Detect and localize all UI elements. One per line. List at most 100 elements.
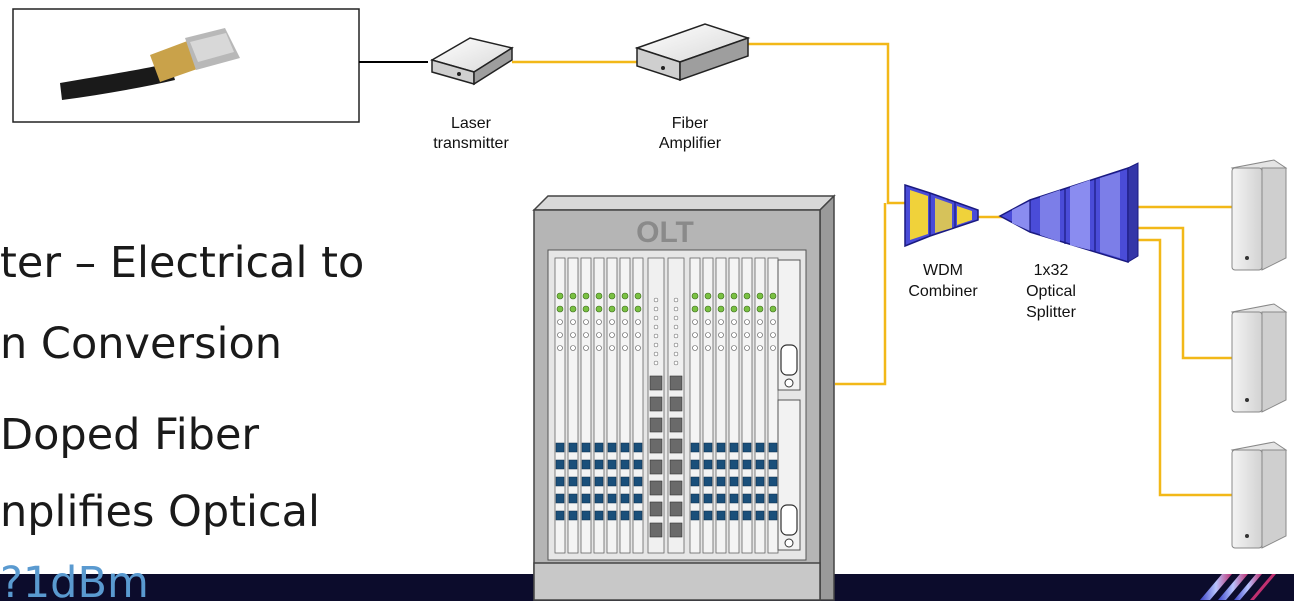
olt-status-led	[634, 305, 642, 313]
olt-card-slot	[632, 257, 644, 554]
laser-transmitter-device	[430, 37, 514, 86]
olt-port-led	[596, 332, 602, 338]
olt-fiber-port	[729, 459, 739, 470]
olt-port-led	[770, 319, 776, 325]
olt-fiber-port	[716, 493, 726, 504]
olt-port-led	[609, 319, 615, 325]
olt-status-led	[704, 305, 712, 313]
laser-label-line1: Laser	[451, 115, 492, 132]
olt-status-led	[582, 305, 590, 313]
olt-port-led	[770, 332, 776, 338]
olt-switch-led	[673, 297, 679, 303]
olt-fiber-port	[607, 459, 617, 470]
olt-fiber-port	[742, 510, 752, 521]
olt-fiber-port	[768, 510, 778, 521]
olt-port-led	[609, 345, 615, 351]
olt-port-led	[731, 319, 737, 325]
onu-device-2	[1230, 303, 1288, 413]
olt-label: OLT	[636, 216, 694, 249]
olt-status-led	[556, 305, 564, 313]
olt-fiber-port	[729, 442, 739, 453]
olt-fiber-port	[755, 510, 765, 521]
olt-fiber-port	[555, 510, 565, 521]
olt-switch-led	[673, 315, 679, 321]
olt-port-led	[570, 345, 576, 351]
footer-streaks	[1200, 574, 1276, 600]
olt-switch-led	[653, 342, 659, 348]
olt-port-led	[757, 319, 763, 325]
coax-cable-photo	[12, 8, 360, 123]
bullet-text-4: nplifies Optical	[0, 487, 320, 537]
olt-fiber-port	[555, 493, 565, 504]
olt-card-slot	[715, 257, 727, 554]
olt-port-led	[557, 319, 563, 325]
onu-device-3	[1230, 441, 1288, 549]
olt-port-led	[718, 332, 724, 338]
olt-card-slot	[767, 257, 779, 554]
olt-fiber-port	[607, 476, 617, 487]
olt-port-led	[705, 332, 711, 338]
olt-port-led	[731, 332, 737, 338]
olt-fiber-port	[755, 442, 765, 453]
olt-switch-led	[653, 297, 659, 303]
olt-switch-led	[673, 306, 679, 312]
olt-chassis	[532, 194, 836, 601]
olt-fiber-port	[633, 510, 643, 521]
olt-switch-led	[653, 351, 659, 357]
olt-fiber-port	[633, 493, 643, 504]
olt-port-led	[635, 345, 641, 351]
olt-port-led	[731, 345, 737, 351]
olt-uplink-port	[649, 480, 663, 496]
olt-port-led	[622, 332, 628, 338]
olt-uplink-port	[669, 480, 683, 496]
fiber-label-line1: Fiber	[672, 115, 709, 132]
olt-fiber-port	[690, 459, 700, 470]
olt-fiber-port	[594, 442, 604, 453]
olt-status-led	[730, 292, 738, 300]
fiber-label-line2: Amplifier	[659, 135, 722, 152]
olt-fiber-port	[716, 459, 726, 470]
olt-fiber-port	[620, 459, 630, 470]
olt-fiber-port	[581, 476, 591, 487]
splitter-label-line3: Splitter	[1026, 304, 1076, 321]
olt-fiber-port	[716, 510, 726, 521]
olt-uplink-port	[669, 459, 683, 475]
olt-fiber-port	[633, 476, 643, 487]
olt-fiber-port	[716, 442, 726, 453]
olt-card-slot	[702, 257, 714, 554]
olt-fiber-port	[768, 442, 778, 453]
olt-port-led	[609, 332, 615, 338]
olt-fiber-port	[607, 442, 617, 453]
olt-uplink-port	[669, 438, 683, 454]
olt-fiber-port	[633, 459, 643, 470]
olt-port-led	[692, 345, 698, 351]
olt-status-led	[756, 292, 764, 300]
olt-switch-led	[653, 360, 659, 366]
optical-splitter	[998, 162, 1139, 264]
olt-uplink-port	[669, 417, 683, 433]
olt-uplink-port	[669, 501, 683, 517]
olt-status-led	[621, 292, 629, 300]
olt-uplink-port	[649, 438, 663, 454]
olt-fiber-port	[581, 442, 591, 453]
olt-fiber-port	[755, 493, 765, 504]
wdm-combiner	[904, 183, 979, 248]
olt-fiber-port	[703, 510, 713, 521]
olt-fiber-port	[594, 476, 604, 487]
olt-fiber-port	[768, 493, 778, 504]
olt-card-slot	[580, 257, 592, 554]
olt-switch-led	[673, 351, 679, 357]
olt-status-led	[691, 305, 699, 313]
olt-port-led	[692, 319, 698, 325]
olt-fiber-port	[568, 493, 578, 504]
olt-port-led	[757, 345, 763, 351]
olt-uplink-port	[649, 396, 663, 412]
olt-uplink-port	[669, 522, 683, 538]
olt-fiber-port	[729, 476, 739, 487]
olt-fiber-port	[716, 476, 726, 487]
olt-fiber-port	[703, 493, 713, 504]
olt-port-led	[570, 332, 576, 338]
olt-port-led	[705, 319, 711, 325]
olt-status-led	[595, 292, 603, 300]
